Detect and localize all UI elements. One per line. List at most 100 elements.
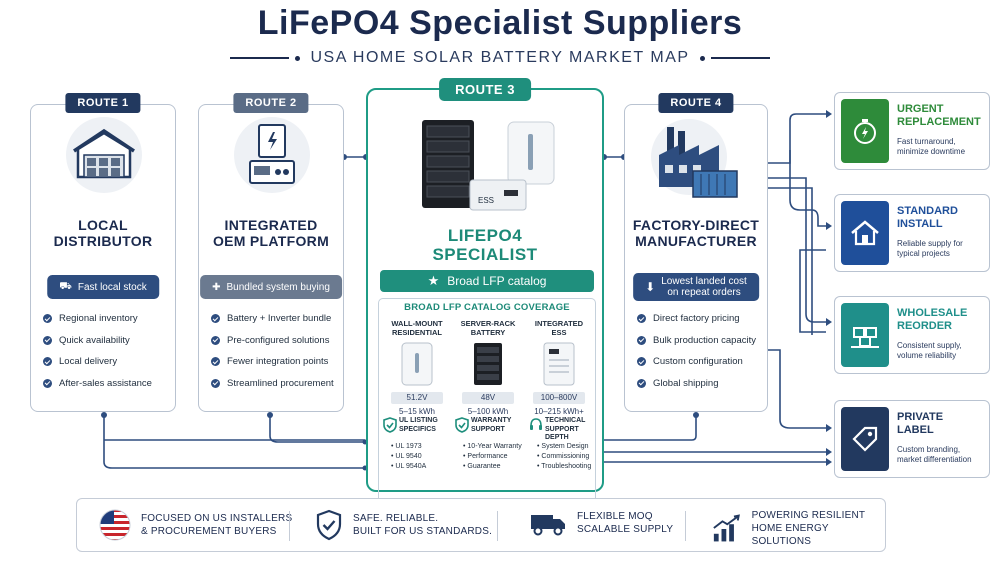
outcome-title-line2: REPLACEMENT (897, 116, 981, 128)
route-2-title-line2: OEM PLATFORM (212, 233, 330, 249)
list-item: Bulk production capacity (637, 330, 756, 352)
route-4-pill: ⬇ Lowest landed cost on repeat orders (633, 273, 759, 301)
outcome-desc-line2: minimize downtime (897, 147, 966, 156)
route-1-card[interactable]: ROUTE 1 LOCAL DISTRIBUTOR ⛟ Fast local s… (30, 93, 176, 412)
check-icon (637, 378, 646, 388)
us-flag-icon (99, 509, 131, 541)
footer-item-installers: FOCUSED ON US INSTALLERS& PROCUREMENT BU… (99, 509, 292, 541)
outcome-title-line1: PRIVATE (897, 411, 944, 423)
route-4-tag: ROUTE 4 (658, 93, 734, 113)
route-3-card[interactable]: ROUTE 3 ESS LIFEPO4 SPECIALIST ★ Broad L… (366, 78, 604, 506)
list-item: UL 9540 (391, 452, 451, 462)
footer-bar: FOCUSED ON US INSTALLERS& PROCUREMENT BU… (76, 498, 886, 552)
catalog-banner-label: Broad LFP catalog (447, 274, 547, 288)
list-item: Troubleshooting (537, 462, 597, 472)
check-icon (211, 357, 220, 367)
product-name-line2: ESS (551, 328, 567, 337)
route-1-title-line1: LOCAL (78, 217, 128, 233)
catalog-banner: ★ Broad LFP catalog (380, 270, 594, 292)
outcome-title-line2: INSTALL (897, 218, 943, 230)
route-1-pill-label: Fast local stock (77, 281, 147, 293)
shield-check-icon (316, 509, 342, 541)
footer-item-safety: SAFE. RELIABLE. BUILT FOR US STANDARDS. (315, 509, 492, 541)
check-icon (43, 335, 52, 345)
list-item: UL 1973 (391, 442, 451, 452)
route-4-bullets: Direct factory pricing Bulk production c… (637, 308, 756, 394)
headset-icon (530, 418, 542, 430)
route-4-title-line1: FACTORY-DIRECT (632, 217, 760, 233)
product-name-line2: BATTERY (470, 328, 506, 337)
list-item: 10-Year Warranty (463, 442, 523, 452)
footer-line1: FOCUSED ON US INSTALLERS (141, 513, 293, 524)
footer-line1: FLEXIBLE MOQ (577, 511, 653, 522)
feature-title-line2: SUPPORT (471, 425, 505, 433)
check-icon (637, 314, 646, 324)
list-item: Local delivery (43, 351, 152, 373)
factory-icon (645, 115, 745, 205)
page-title: LiFePO4 Specialist Suppliers (257, 4, 743, 42)
feature-title-line2: SPECIFICS (399, 425, 436, 433)
ess-cabinet-icon (536, 341, 582, 387)
delivery-truck-icon: ⛟ (59, 280, 72, 292)
check-icon (211, 378, 220, 388)
list-item: UL 9540A (391, 462, 451, 472)
product-voltage: 51.2V (391, 392, 443, 404)
stopwatch-icon (841, 99, 889, 163)
route-2-title-line1: INTEGRATED (224, 217, 318, 233)
route-2-pill-label: Bundled system buying (226, 281, 330, 293)
route-2-pill: ✚ Bundled system buying (200, 275, 342, 299)
product-capacity: 5–15 kWh (398, 407, 436, 416)
list-item: Custom configuration (637, 351, 756, 373)
check-icon (211, 314, 220, 324)
list-item: Fewer integration points (211, 351, 334, 373)
list-item: Commissioning (537, 452, 597, 462)
star-icon: ★ (427, 273, 440, 288)
route-1-title-line2: DISTRIBUTOR (53, 233, 153, 249)
outcome-title-line1: URGENT (897, 103, 944, 115)
feature-title-line1: TECHNICAL (545, 417, 586, 424)
list-item: System Design (537, 442, 597, 452)
footer-line1: SAFE. RELIABLE. (353, 513, 439, 524)
route-1-title: LOCAL DISTRIBUTOR (31, 217, 175, 249)
footer-line2: BUILT FOR US STANDARDS. (353, 526, 493, 537)
warehouse-icon (64, 115, 144, 195)
list-item: Direct factory pricing (637, 308, 756, 330)
route-1-bullets: Regional inventory Quick availability Lo… (43, 308, 152, 394)
route-3-title-line1: LIFEPO4 (447, 226, 523, 245)
feature-title-line2: SUPPORT DEPTH (545, 425, 579, 442)
outcome-title-line1: STANDARD (897, 205, 958, 217)
route-4-card[interactable]: ROUTE 4 FACTORY-DIRECT MANUFACTURER ⬇ Lo… (624, 93, 768, 412)
feature-title-line1: UL LISTING (399, 417, 438, 424)
outcome-title-line2: LABEL (897, 424, 934, 436)
outcome-desc-line2: volume reliability (897, 351, 957, 360)
route-2-card[interactable]: ROUTE 2 INTEGRATED OEM PLATFORM ✚ Bundle… (198, 93, 344, 412)
outcome-desc-line1: Consistent supply, (897, 341, 962, 350)
house-icon (841, 201, 889, 265)
list-item: Battery + Inverter bundle (211, 308, 334, 330)
outcome-desc-line1: Custom branding, (897, 445, 961, 454)
route-1-pill: ⛟ Fast local stock (47, 275, 159, 299)
route-2-bullets: Battery + Inverter bundle Pre-configured… (211, 308, 334, 394)
shield-check-icon (455, 417, 469, 433)
ess-label: ESS (478, 196, 495, 205)
boxes-icon (841, 303, 889, 367)
battery-products-illustration (408, 110, 568, 220)
list-item: Streamlined procurement (211, 373, 334, 395)
growth-chart-icon (713, 513, 740, 541)
route-3-title-line2: SPECIALIST (432, 245, 538, 264)
product-name-line1: SERVER-RACK (460, 319, 516, 328)
outcome-desc-line1: Fast turnaround, (897, 137, 956, 146)
feature-title-line1: WARRANTY (471, 417, 512, 424)
